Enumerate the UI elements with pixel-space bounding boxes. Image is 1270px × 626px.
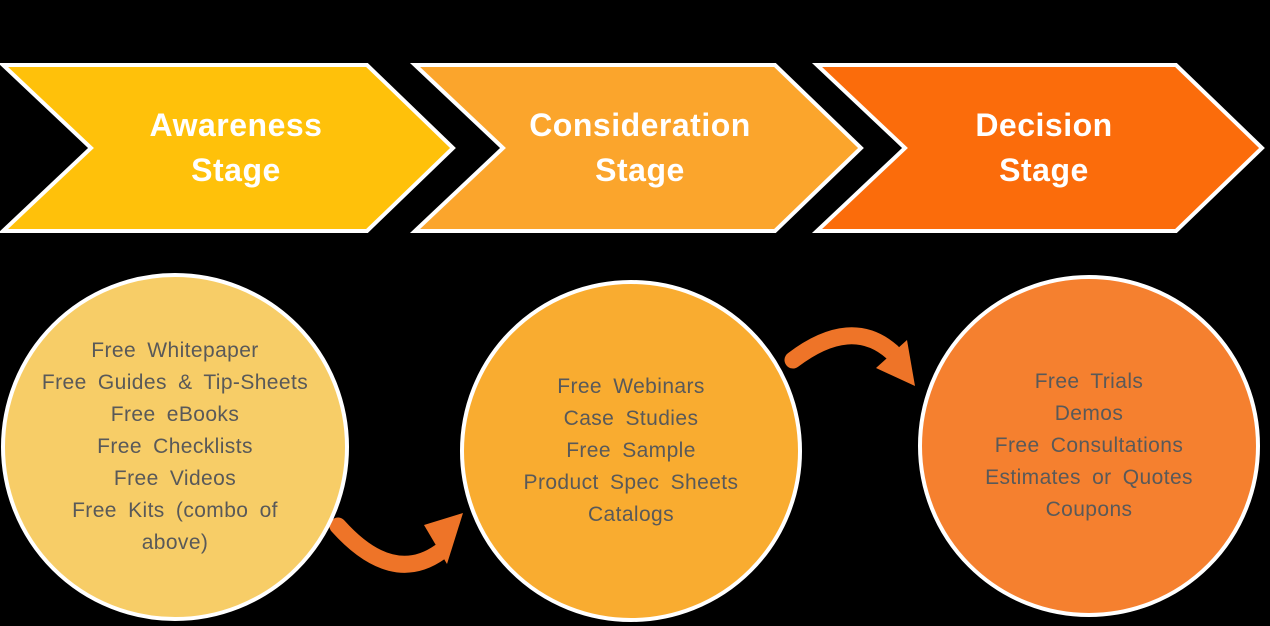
offer-item: Free Consultations bbox=[994, 434, 1184, 457]
stage-label-line: Stage bbox=[191, 152, 281, 188]
offer-item: Coupons bbox=[1045, 498, 1133, 521]
offer-item: Free Checklists bbox=[97, 435, 253, 458]
awareness-offers-circle: Free Whitepaper Free Guides & Tip-Sheets… bbox=[1, 273, 349, 621]
offer-item: Product Spec Sheets bbox=[523, 471, 739, 494]
consideration-offers-list: Free Webinars Case Studies Free Sample P… bbox=[481, 371, 781, 531]
offer-item: Free Whitepaper bbox=[91, 339, 259, 362]
decision-stage-label: Decision Stage bbox=[864, 103, 1224, 193]
offer-item: Catalogs bbox=[587, 503, 675, 526]
offer-item: Free Kits (combo of above) bbox=[72, 499, 278, 554]
offer-item: Free Sample bbox=[566, 439, 696, 462]
stage-label-line: Awareness bbox=[149, 107, 323, 143]
connector-arrow-1 bbox=[329, 513, 463, 573]
awareness-offers-list: Free Whitepaper Free Guides & Tip-Sheets… bbox=[25, 335, 325, 559]
offer-item: Free Guides & Tip-Sheets bbox=[41, 371, 309, 394]
arrowhead-up-right-icon bbox=[424, 513, 463, 564]
offer-item: Demos bbox=[1054, 402, 1124, 425]
offer-item: Estimates or Quotes bbox=[985, 466, 1193, 489]
offer-item: Free eBooks bbox=[110, 403, 240, 426]
decision-offers-list: Free Trials Demos Free Consultations Est… bbox=[939, 366, 1239, 526]
consideration-stage-label: Consideration Stage bbox=[460, 103, 820, 193]
decision-chevron bbox=[811, 63, 1265, 233]
stage-label-line: Decision bbox=[975, 107, 1113, 143]
arrowhead-down-right-icon bbox=[876, 340, 915, 386]
offer-item: Free Videos bbox=[113, 467, 237, 490]
connector-arrow-2 bbox=[784, 327, 915, 386]
offer-item: Free Webinars bbox=[557, 375, 705, 398]
awareness-chevron bbox=[0, 63, 456, 233]
offer-item: Free Trials bbox=[1034, 370, 1144, 393]
decision-offers-circle: Free Trials Demos Free Consultations Est… bbox=[918, 275, 1260, 617]
stage-label-line: Stage bbox=[999, 152, 1089, 188]
consideration-offers-circle: Free Webinars Case Studies Free Sample P… bbox=[460, 280, 802, 622]
awareness-stage-label: Awareness Stage bbox=[56, 103, 416, 193]
consideration-chevron bbox=[409, 63, 864, 233]
stage-label-line: Stage bbox=[595, 152, 685, 188]
stage-label-line: Consideration bbox=[529, 107, 751, 143]
offer-item: Case Studies bbox=[563, 407, 699, 430]
